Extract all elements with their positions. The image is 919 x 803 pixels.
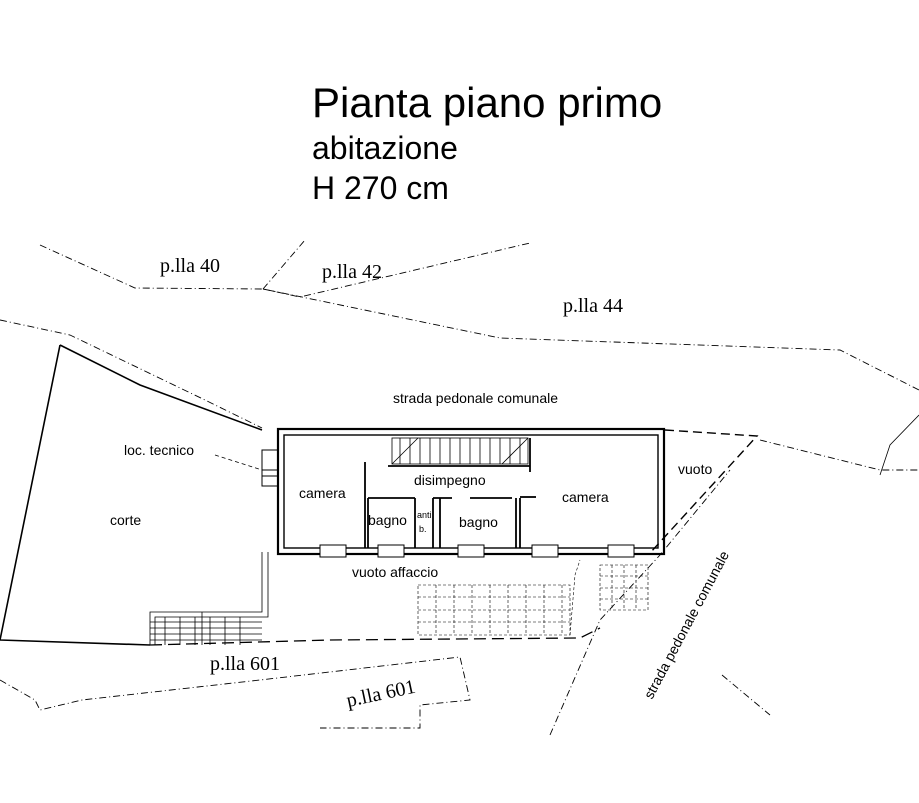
strada-label-right: strada pedonale comunale <box>641 548 733 701</box>
room-camera-right: camera <box>562 489 609 505</box>
window <box>319 544 347 558</box>
room-labels: camera disimpegno camera bagno anti b. b… <box>299 472 609 534</box>
strada-label-top: strada pedonale comunale <box>393 390 558 406</box>
corte-border <box>0 344 151 646</box>
plan-subtitle-height: H 270 cm <box>312 170 449 206</box>
boundary-line <box>262 242 531 298</box>
room-antibagno-2: b. <box>419 524 427 534</box>
room-disimpegno: disimpegno <box>414 472 486 488</box>
cadastral-boundaries-top <box>0 239 919 471</box>
corte-outline <box>0 344 263 646</box>
stair-outline <box>154 552 269 645</box>
parcel-label-601-a: p.lla 601 <box>210 653 280 675</box>
loc-tecnico-label: loc. tecnico <box>124 442 194 458</box>
strada-right-edge <box>879 414 919 476</box>
title-block: Pianta piano primo abitazione H 270 cm <box>312 78 662 208</box>
boundary-line <box>549 469 731 736</box>
stair-diagonal <box>391 437 419 465</box>
boundary-line <box>0 656 471 729</box>
plan-title: Pianta piano primo <box>312 79 663 126</box>
stair-outline <box>599 564 649 611</box>
room-antibagno-1: anti <box>417 510 432 520</box>
corte-border <box>59 344 263 431</box>
balcony-line <box>569 559 581 636</box>
room-camera-left: camera <box>299 485 346 501</box>
property-edge-dashed <box>149 627 601 646</box>
parcel-label-40: p.lla 40 <box>160 255 220 277</box>
boundary-line <box>721 674 771 716</box>
parcel-label-44: p.lla 44 <box>563 295 623 317</box>
loc-tecnico-box <box>261 449 279 487</box>
parcel-label-42: p.lla 42 <box>322 261 382 283</box>
vuoto-label: vuoto <box>678 461 712 477</box>
room-bagno-left: bagno <box>368 512 407 528</box>
loc-tecnico-leader <box>214 454 263 471</box>
vuoto-outline <box>649 429 759 554</box>
boundary-line <box>0 319 263 429</box>
window <box>457 544 485 558</box>
boundary-line <box>759 439 919 471</box>
internal-stairs <box>391 437 529 465</box>
parcel-label-601-b: p.lla 601 <box>344 676 417 712</box>
stair-outline <box>149 552 263 645</box>
window <box>531 544 559 558</box>
window <box>607 544 635 558</box>
boundary-line <box>262 239 306 290</box>
cadastral-boundaries-bottom <box>0 469 771 736</box>
boundary-line <box>39 244 919 391</box>
room-bagno-right: bagno <box>459 514 498 530</box>
courtyard-stair <box>149 552 269 645</box>
vuoto-affaccio-label: vuoto affaccio <box>352 564 438 580</box>
balcony-grid <box>417 559 581 636</box>
loc-tecnico-shape <box>261 449 279 487</box>
stair-diagonal <box>501 437 529 465</box>
window <box>377 544 405 558</box>
plan-subtitle-use: abitazione <box>312 130 458 166</box>
area-labels: strada pedonale comunale strada pedonale… <box>110 390 732 701</box>
interior-walls <box>364 438 536 548</box>
right-stair-grid <box>599 564 649 611</box>
windows-south <box>319 544 635 558</box>
parcel-labels: p.lla 40 p.lla 42 p.lla 44 p.lla 601 p.l… <box>160 255 623 712</box>
corte-label: corte <box>110 512 141 528</box>
